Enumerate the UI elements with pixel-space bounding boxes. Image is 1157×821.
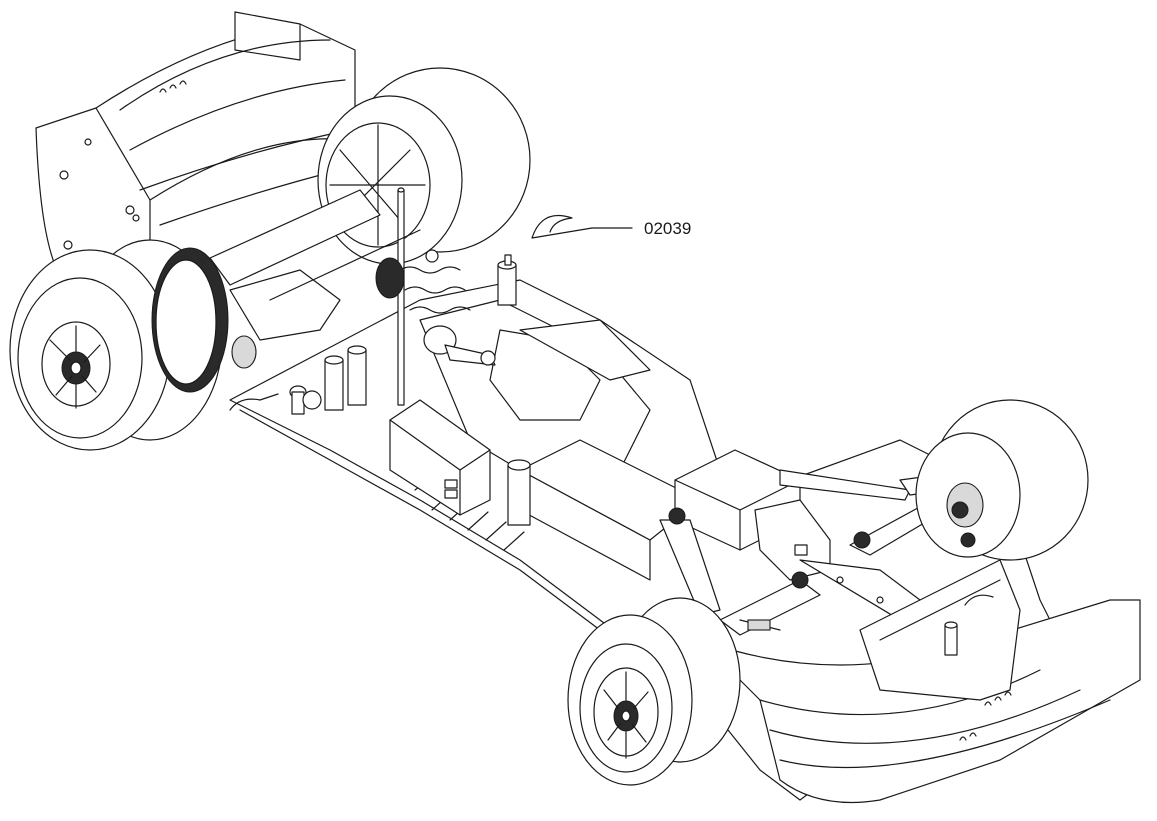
front-left-wheel: [567, 597, 741, 786]
front-right-wheel: [915, 399, 1089, 561]
center-shock: [375, 249, 496, 366]
receiver-box: [389, 399, 491, 516]
callout-02039: 02039: [591, 219, 691, 238]
steering-servo: [674, 449, 831, 581]
spur-gear: [151, 189, 421, 393]
callout-label-02039: 02039: [644, 219, 691, 238]
antenna-tube: [397, 187, 405, 406]
other-body-clips: [229, 393, 994, 606]
chassis-posts: [289, 254, 531, 526]
battery-pack: [519, 319, 701, 581]
body-clip-02039: [531, 214, 593, 239]
